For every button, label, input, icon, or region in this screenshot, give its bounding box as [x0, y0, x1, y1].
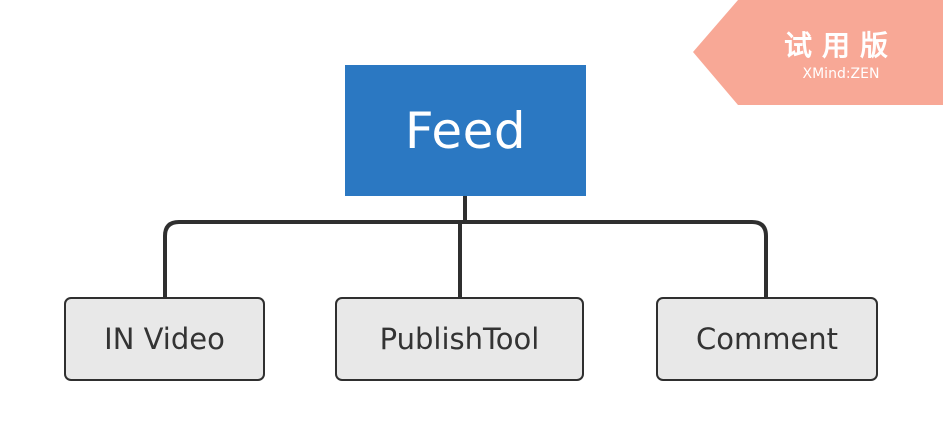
- subtopic-node-in-video[interactable]: IN Video: [64, 297, 265, 381]
- root-topic-label: Feed: [404, 101, 527, 160]
- connector-horizontal-bar: [163, 220, 768, 298]
- trial-watermark-badge: 试用版 XMind:ZEN: [693, 0, 943, 105]
- root-topic-node[interactable]: Feed: [345, 65, 586, 196]
- watermark-subtitle: XMind:ZEN: [802, 66, 880, 82]
- watermark-background: [693, 0, 943, 105]
- subtopic-node-publishtool[interactable]: PublishTool: [335, 297, 584, 381]
- subtopic-label: PublishTool: [379, 322, 540, 356]
- subtopic-node-comment[interactable]: Comment: [656, 297, 878, 381]
- subtopic-label: Comment: [695, 322, 839, 356]
- watermark-title: 试用版: [783, 29, 898, 62]
- subtopic-label: IN Video: [104, 322, 225, 356]
